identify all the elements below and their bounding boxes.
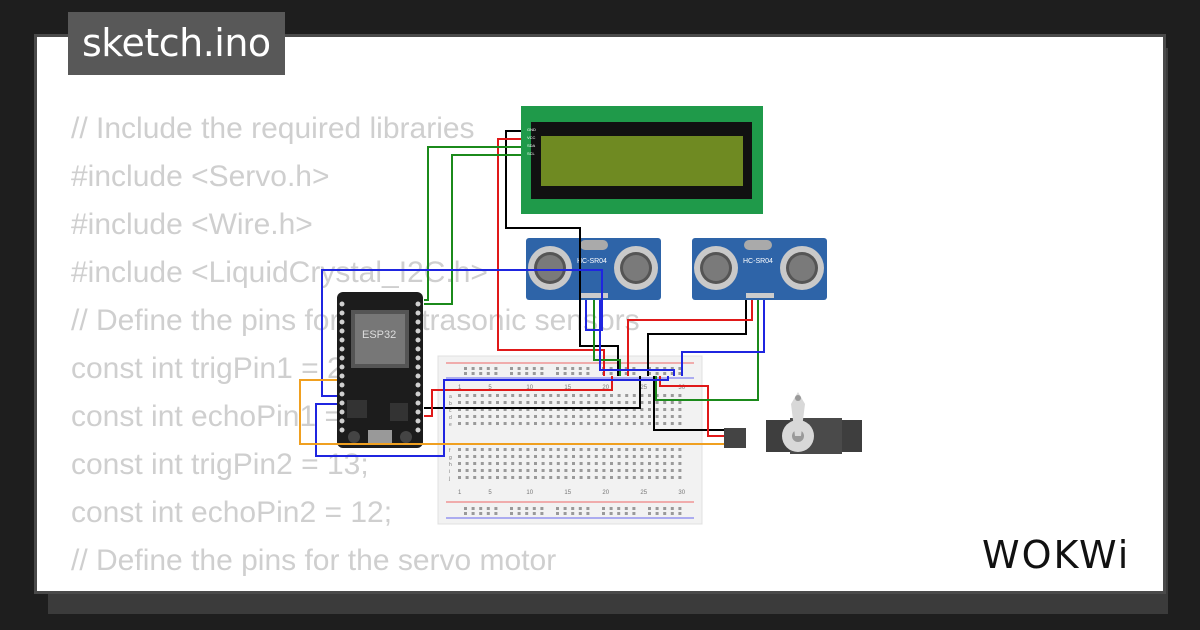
wokwi-logo: WOKWi [982,533,1130,577]
code-line: // Include the required libraries [71,112,475,145]
lcd-pin-label: SCL [527,151,536,156]
code-line: const int trigPin2 = 13; [71,448,369,481]
lcd-pin-label: SDA [527,143,536,148]
breadboard-column-number: 15 [564,385,571,391]
breadboard-column-number: 25 [640,385,647,391]
lcd-pin-label: VCC [527,135,536,140]
breadboard-row-label: j [448,476,450,482]
breadboard-column-number: 30 [678,490,685,496]
breadboard-column-number: 1 [458,490,462,496]
ultrasonic-sensor-2: HC-SR04 [692,238,827,300]
code-line: #include <Wire.h> [71,208,313,241]
breadboard-column-number: 25 [640,490,647,496]
sensor-1-label: HC-SR04 [577,258,607,265]
breadboard-row-label: g [449,455,452,461]
code-preview: // Include the required libraries #includ… [71,105,640,591]
breadboard-row-label: f [449,448,451,454]
code-line: const int echoPin2 = 12; [71,496,393,529]
lcd-pin-label: GND [527,127,536,132]
breadboard-column-number: 10 [526,490,533,496]
breadboard-column-number: 20 [602,385,609,391]
breadboard-row-label: i [449,469,450,475]
breadboard-column-number: 10 [526,385,533,391]
breadboard-row-label: b [449,401,452,407]
breadboard-row-label: d [449,415,452,421]
code-line: #include <Servo.h> [71,160,330,193]
ultrasonic-sensor-1: HC-SR04 [526,238,661,300]
wokwi-logo-text: WOKWi [982,533,1130,577]
sensor-2-label: HC-SR04 [743,258,773,265]
lcd-pin-labels: GND VCC SDA SCL [527,127,536,156]
breadboard-row-label: a [449,394,452,400]
wires [299,130,765,457]
servo-motor [724,392,862,454]
breadboard-column-number: 15 [564,490,571,496]
lcd-display: GND VCC SDA SCL [521,106,763,214]
breadboard-column-number: 1 [458,385,462,391]
breadboard-column-number: 5 [488,385,492,391]
breadboard-row-label: e [449,422,452,428]
esp32-board: ESP32 [337,292,423,448]
breadboard-row-label: h [449,462,452,468]
file-name-tab: sketch.ino [68,12,285,75]
esp32-label: ESP32 [362,329,396,341]
breadboard-column-number: 20 [602,490,609,496]
breadboard-column-number: 5 [488,490,492,496]
breadboard-row-label: c [449,408,452,414]
code-line: #include <LiquidCrystal_I2C.h> [71,256,488,289]
code-line: // Define the pins for the servo motor [71,544,557,577]
breadboard-column-number: 30 [678,385,685,391]
